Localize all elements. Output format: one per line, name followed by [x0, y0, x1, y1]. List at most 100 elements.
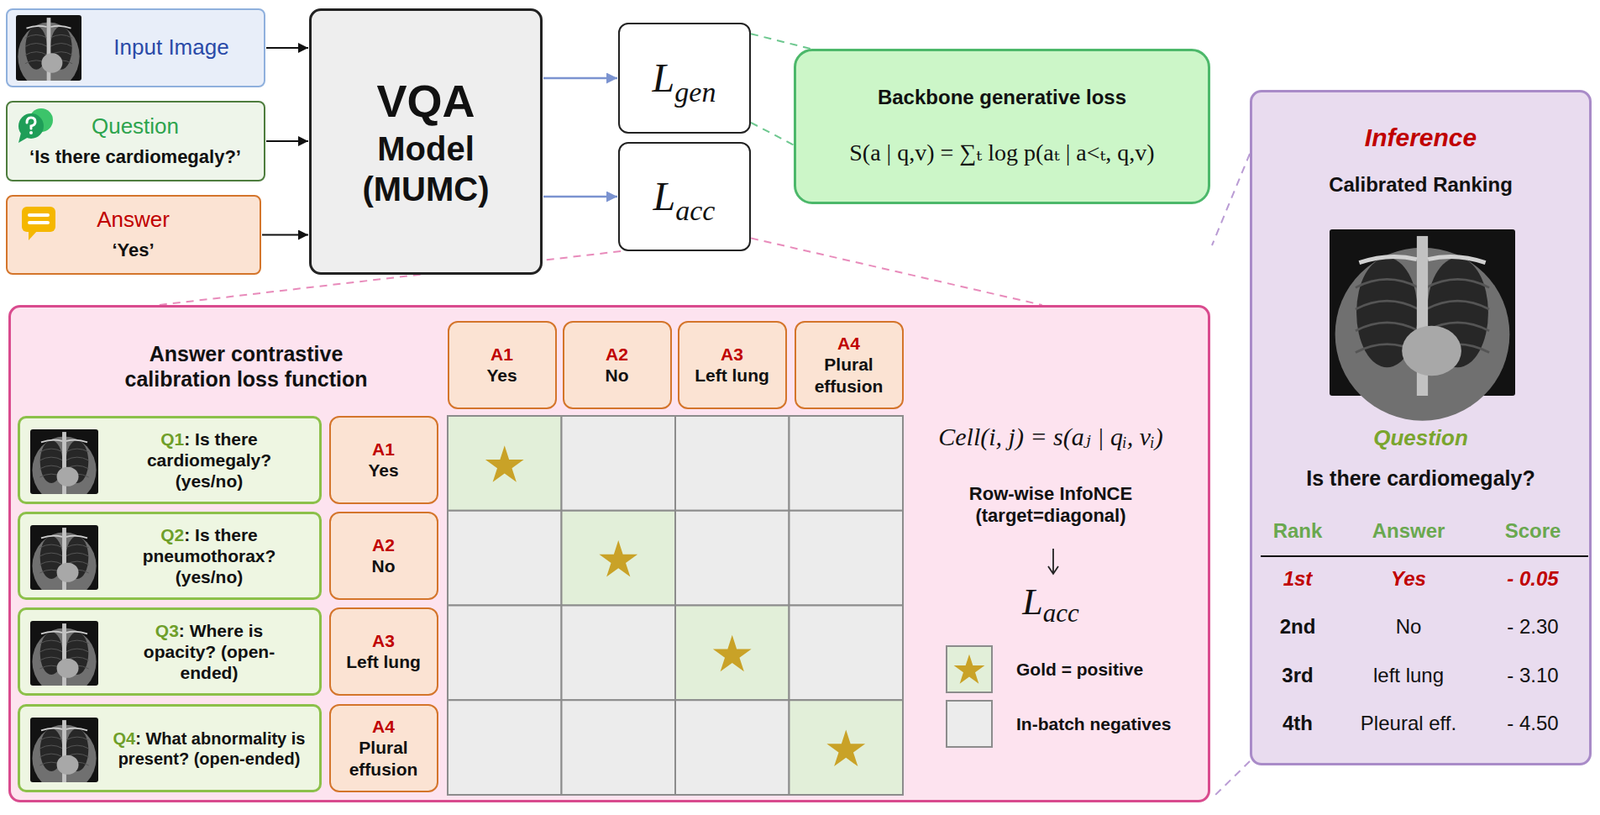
gold-star [826, 729, 866, 767]
rib [39, 656, 63, 661]
heart [57, 466, 79, 487]
rib [25, 43, 48, 48]
box-text: Left lung [694, 364, 770, 386]
box-text: No [605, 364, 630, 386]
legend-item: Gold = positive [945, 645, 1144, 693]
text-line: Q1: Is there cardiomegaly? (yes/no) [125, 428, 294, 493]
rib [1355, 278, 1419, 288]
rib [1355, 300, 1419, 310]
matrix-cell [789, 605, 904, 701]
zoom-line [1211, 760, 1250, 798]
matrix-cell [789, 415, 904, 511]
text-area: A1Yes [449, 322, 555, 407]
text-area: VQAModel (MUMC) [311, 10, 541, 273]
box-text: Plural effusion [801, 353, 897, 396]
down-arrow [1052, 548, 1055, 573]
rib [65, 744, 90, 749]
arrow-connector [266, 140, 309, 142]
legend-swatch [945, 699, 993, 748]
clavicle [41, 728, 63, 731]
text-area: Lgen [619, 24, 749, 132]
matrix-cell [561, 605, 677, 701]
table-cell-group: left lung [1373, 663, 1444, 688]
text-area: A3Left lung [679, 322, 785, 407]
rib [25, 52, 48, 56]
clavicle [1358, 256, 1417, 263]
input-box: Answer‘Yes’ [5, 194, 262, 275]
text-area: Question‘Is there cardiomegaly?’ [7, 102, 263, 179]
box-title: A3 [720, 343, 744, 365]
box-text: Yes [367, 459, 399, 481]
question-box: Q4: What abnormality is present? (open-e… [17, 703, 322, 793]
box-title: Answer contrastive calibration loss func… [99, 340, 394, 392]
box-title: L [653, 173, 677, 219]
xray-thumbnail [30, 429, 99, 494]
table-cell-group: - 2.30 [1506, 614, 1559, 640]
answer-box: A1Yes [447, 320, 557, 410]
table-header-group: Score [1505, 519, 1562, 544]
table-header-group: Answer [1372, 519, 1446, 544]
heart [57, 658, 79, 678]
rib [65, 456, 90, 461]
rib [39, 736, 63, 740]
matrix-cell [789, 510, 904, 606]
legend-text: In-batch negatives [1016, 713, 1171, 735]
chat-icon [16, 106, 55, 145]
rib [39, 456, 63, 461]
box-text: ‘Yes’ [111, 239, 154, 262]
gold-star [954, 654, 986, 684]
text-area: Answer contrastive calibration loss func… [27, 322, 465, 410]
loss-symbol: L [1022, 581, 1043, 623]
question-glyph [26, 117, 36, 129]
loss-box: Lgen [618, 22, 751, 134]
cell-formula: Cell(i, j) = s(aⱼ | qᵢ, vᵢ) [938, 422, 1164, 451]
question-box: Q2: Is there pneumothorax? (yes/no) [17, 511, 322, 600]
rib [65, 448, 90, 452]
box-text: ‘Is there cardiomegaly?’ [29, 146, 242, 168]
rib [39, 552, 63, 557]
down-arrow-head [1048, 566, 1059, 574]
clavicle [66, 728, 88, 731]
text-area: InferenceCalibrated RankingQuestionIs th… [1252, 92, 1590, 763]
answer-box: A2No [329, 511, 439, 600]
rib [39, 544, 63, 548]
zoom-line [1211, 153, 1250, 246]
legend-text: Gold = positive [1016, 658, 1144, 680]
matrix-cell [561, 415, 677, 511]
bubble-tail [18, 132, 29, 143]
table-cell-group: - 4.50 [1506, 711, 1559, 736]
box-text: Left lung [346, 650, 421, 672]
table-cell-group: - 0.05 [1506, 566, 1559, 592]
matrix-cell [447, 415, 562, 511]
rib [39, 640, 63, 644]
clavicle [26, 26, 47, 29]
box-title: A2 [372, 534, 395, 556]
box-title: A4 [372, 715, 395, 737]
matrix-cell [447, 605, 562, 701]
rib [39, 465, 63, 469]
box-title: L [652, 55, 676, 100]
answer-box: A3Left lung [329, 607, 439, 696]
box-title: Backbone generative loss [877, 85, 1127, 111]
xray-thumbnail [30, 620, 99, 686]
rib [39, 753, 63, 757]
text-line: Q2: Is there pneumothorax? (yes/no) [125, 524, 294, 588]
text-line: Q4: What abnormality is present? (open-e… [112, 728, 306, 769]
matrix-cell [789, 699, 904, 795]
rib [65, 552, 90, 557]
clavicle [66, 440, 88, 443]
matrix-cell [675, 605, 790, 701]
heart [1401, 325, 1462, 376]
heart [57, 755, 79, 775]
box-title: VQA [376, 73, 475, 129]
rib [1426, 278, 1490, 288]
question-box: Q1: Is there cardiomegaly? (yes/no) [17, 415, 322, 504]
box-title: Inference [1252, 122, 1590, 153]
matrix-cell [447, 510, 562, 606]
box-title: Q2 [160, 524, 184, 545]
question-dot [29, 131, 33, 135]
rib [1355, 322, 1419, 331]
heart [41, 52, 63, 73]
message-line [27, 213, 50, 217]
